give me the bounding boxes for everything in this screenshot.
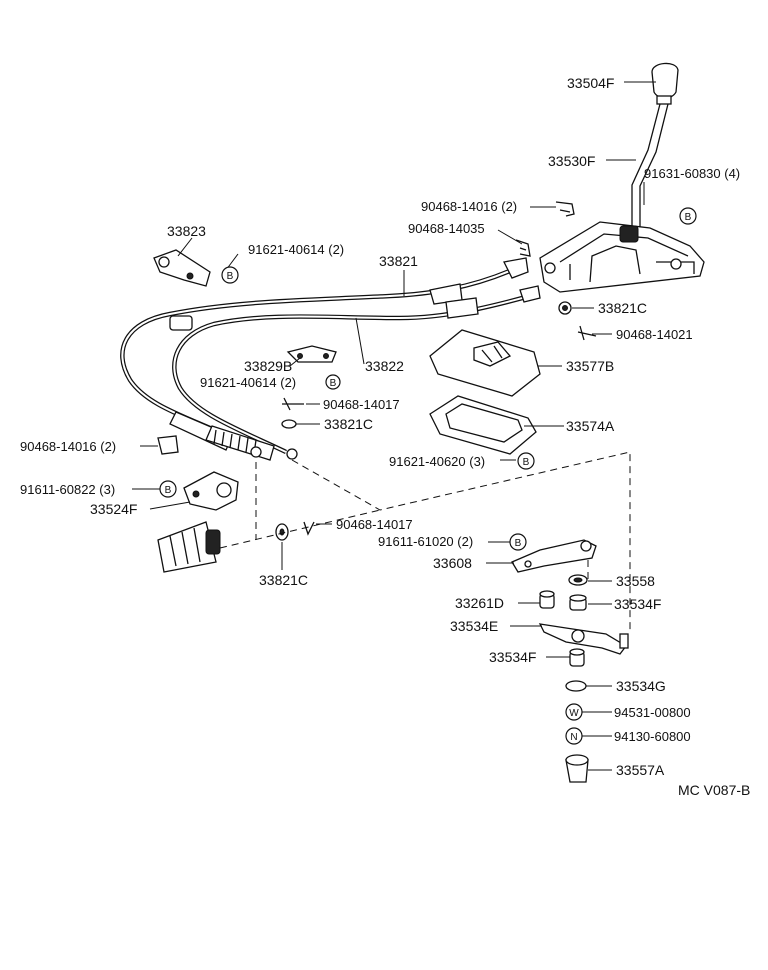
label-33534F-top: 33534F <box>614 596 661 612</box>
bushing-33558 <box>568 574 588 586</box>
cable-end-fittings <box>169 315 298 461</box>
shift-lever-housing <box>539 221 705 293</box>
label-94130-60800: 94130-60800 <box>614 729 691 744</box>
label-91611-61020: 91611-61020 (2) <box>378 534 473 549</box>
pin-90468-14021 <box>577 325 597 341</box>
clip-90468-14017-top <box>282 397 304 411</box>
gasket-33574A <box>429 395 537 455</box>
label-90468-14035: 90468-14035 <box>408 221 485 236</box>
clip-90468-14017-bottom <box>303 521 315 536</box>
label-91631-60830: 91631-60830 (4) <box>644 166 740 181</box>
label-90468-14017-top: 90468-14017 <box>323 397 400 412</box>
label-33821C-bottom: 33821C <box>259 572 308 588</box>
transmission-shaft <box>157 521 221 573</box>
cable-bracket-33829B <box>286 345 337 363</box>
svg-text:B: B <box>165 485 172 496</box>
label-91621-40614-mid: 91621-40614 (2) <box>200 375 296 390</box>
label-33534G: 33534G <box>616 678 666 694</box>
washer-33821C-mid <box>281 419 297 429</box>
bolt-badge-3: B <box>325 374 341 390</box>
label-33524F: 33524F <box>90 501 137 517</box>
washer-33821C-top <box>558 301 572 315</box>
svg-text:N: N <box>570 732 577 743</box>
label-33823: 33823 <box>167 223 206 239</box>
svg-text:B: B <box>330 378 337 389</box>
lever-33608 <box>511 539 597 573</box>
label-91611-60822: 91611-60822 (3) <box>20 482 115 497</box>
clip-90468-14016-left <box>157 435 179 455</box>
washer-33821C-bottom <box>275 523 289 541</box>
bushing-33534F-top <box>569 594 587 611</box>
svg-text:B: B <box>515 538 522 549</box>
label-33530F: 33530F <box>548 153 595 169</box>
nut-badge: N <box>565 727 583 745</box>
part-labels: 33504F 33530F 91631-60830 (4) 90468-1401… <box>20 75 750 798</box>
label-33557A: 33557A <box>616 762 665 778</box>
label-33821C-mid: 33821C <box>324 416 373 432</box>
clip-90468-14035 <box>515 239 531 257</box>
washer-badge: W <box>565 703 583 721</box>
leader-lines <box>132 81 656 771</box>
label-33829B: 33829B <box>244 358 292 374</box>
bolt-badge-5: B <box>159 480 177 498</box>
clip-90468-14016-top <box>555 201 575 217</box>
label-91621-40620: 91621-40620 (3) <box>389 454 485 469</box>
select-cable-33822 <box>172 285 541 455</box>
label-33574A: 33574A <box>566 418 615 434</box>
knob-33557A <box>565 754 589 783</box>
shift-lever-33530F <box>631 103 669 230</box>
bolt-badge-6: B <box>509 533 527 551</box>
label-33577B: 33577B <box>566 358 614 374</box>
label-90468-14016-top: 90468-14016 (2) <box>421 199 517 214</box>
shift-knob-33504F <box>651 62 679 105</box>
boot-33577B <box>429 329 541 397</box>
label-33558: 33558 <box>616 573 655 589</box>
svg-text:B: B <box>227 271 234 282</box>
label-90468-14021: 90468-14021 <box>616 327 693 342</box>
figure-code: MC V087-B <box>678 782 750 798</box>
assembly-dashed-lines <box>219 451 631 632</box>
label-33608: 33608 <box>433 555 472 571</box>
label-33822: 33822 <box>365 358 404 374</box>
bolt-badge-4: B <box>517 452 535 470</box>
bracket-33524F <box>183 471 239 511</box>
bolt-badge-1: B <box>679 207 697 225</box>
label-33504F: 33504F <box>567 75 614 91</box>
label-33821C-top: 33821C <box>598 300 647 316</box>
label-33261D: 33261D <box>455 595 504 611</box>
svg-text:B: B <box>523 457 530 468</box>
label-94531-00800: 94531-00800 <box>614 705 691 720</box>
label-33534E: 33534E <box>450 618 498 634</box>
svg-text:W: W <box>569 708 579 719</box>
bushing-33534F-bottom <box>569 648 585 667</box>
svg-text:B: B <box>685 212 692 223</box>
label-33534F-bottom: 33534F <box>489 649 536 665</box>
cable-bracket-33823 <box>153 249 211 287</box>
bushing-33261D <box>539 590 555 609</box>
label-90468-14016-left: 90468-14016 (2) <box>20 439 116 454</box>
label-33821: 33821 <box>379 253 418 269</box>
lever-33534E <box>538 623 629 655</box>
label-90468-14017-bottom: 90468-14017 <box>336 517 413 532</box>
washer-33534G <box>565 680 587 692</box>
shift-cable-33821 <box>120 257 529 448</box>
bolt-badge-2: B <box>221 266 239 284</box>
label-91621-40614-top: 91621-40614 (2) <box>248 242 344 257</box>
